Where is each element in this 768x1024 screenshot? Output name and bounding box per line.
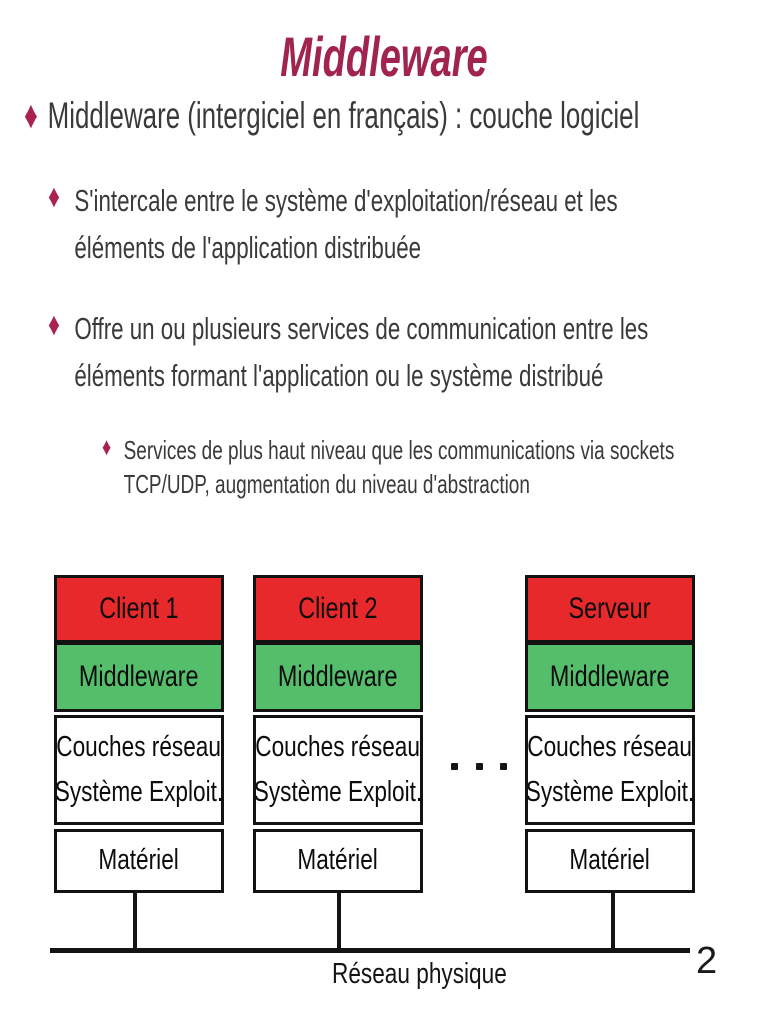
hardware-label: Matériel: [569, 844, 651, 877]
bullet-offre-services: ♦ Offre un ou plusieurs services de comm…: [48, 306, 648, 399]
bullet-middleware-definition: ♦ Middleware (intergiciel en français) :…: [24, 94, 639, 139]
bullet-text-line: Offre un ou plusieurs services de commun…: [74, 311, 649, 346]
network-label: Réseau physique: [332, 958, 507, 990]
client-1-os-box: Couches réseau Système Exploit.: [54, 715, 224, 825]
serveur-os-box: Couches réseau Système Exploit.: [525, 715, 695, 825]
bullet-services-haut-niveau: ♦ Services de plus haut niveau que les c…: [102, 434, 674, 502]
bullet-sintercale: ♦ S'intercale entre le système d'exploit…: [48, 178, 618, 271]
stack-serveur: Serveur Middleware Couches réseau Systèm…: [525, 575, 695, 893]
middleware-label: Middleware: [550, 659, 670, 693]
bullet-text-line: éléments de l'application distribuée: [74, 229, 422, 265]
app-label: Client 1: [99, 591, 179, 625]
client-2-middleware-box: Middleware: [253, 642, 423, 712]
physical-network-line: [50, 948, 690, 953]
serveur-middleware-box: Middleware: [525, 642, 695, 712]
diamond-bullet-icon: ♦: [102, 434, 112, 461]
bullet-text-line: Services de plus haut niveau que les com…: [123, 435, 675, 465]
dot-icon: [451, 763, 458, 770]
stack-client-1: Client 1 Middleware Couches réseau Systè…: [54, 575, 224, 893]
client-2-app-box: Client 2: [253, 575, 423, 643]
ellipsis-dots: [451, 763, 507, 770]
serveur-app-box: Serveur: [525, 575, 695, 643]
app-label: Serveur: [569, 591, 651, 625]
client-1-middleware-box: Middleware: [54, 642, 224, 712]
os-label-line: Système Exploit.: [54, 776, 224, 808]
os-label-line: Système Exploit.: [253, 776, 423, 808]
os-label-line: Système Exploit.: [525, 776, 695, 808]
app-label: Client 2: [298, 591, 378, 625]
os-label-line: Couches réseau: [56, 731, 222, 764]
hardware-label: Matériel: [98, 844, 180, 877]
client-2-hardware-box: Matériel: [253, 829, 423, 893]
middleware-label: Middleware: [278, 659, 398, 693]
bullet-text-line: éléments formant l'application ou le sys…: [74, 357, 604, 393]
os-label-line: Couches réseau: [255, 731, 421, 764]
bullet-text-line: S'intercale entre le système d'exploitat…: [74, 183, 618, 218]
connector-line-client-1: [133, 891, 137, 952]
stack-client-2: Client 2 Middleware Couches réseau Systè…: [253, 575, 423, 893]
diamond-bullet-icon: ♦: [24, 94, 38, 137]
middleware-label: Middleware: [79, 659, 199, 693]
diamond-bullet-icon: ♦: [48, 306, 60, 342]
client-1-hardware-box: Matériel: [54, 829, 224, 893]
bullet-text-line: TCP/UDP, augmentation du niveau d'abstra…: [123, 468, 530, 499]
page-number: 2: [696, 940, 718, 982]
client-1-app-box: Client 1: [54, 575, 224, 643]
dot-icon: [500, 763, 507, 770]
slide-title: Middleware: [280, 25, 488, 88]
client-2-os-box: Couches réseau Système Exploit.: [253, 715, 423, 825]
diamond-bullet-icon: ♦: [48, 178, 60, 214]
connector-line-serveur: [611, 891, 615, 952]
dot-icon: [475, 763, 483, 770]
hardware-label: Matériel: [297, 844, 379, 877]
bullet-text-line: Middleware (intergiciel en français) : c…: [47, 95, 640, 136]
serveur-hardware-box: Matériel: [525, 829, 695, 893]
connector-line-client-2: [337, 891, 341, 952]
os-label-line: Couches réseau: [527, 731, 693, 764]
